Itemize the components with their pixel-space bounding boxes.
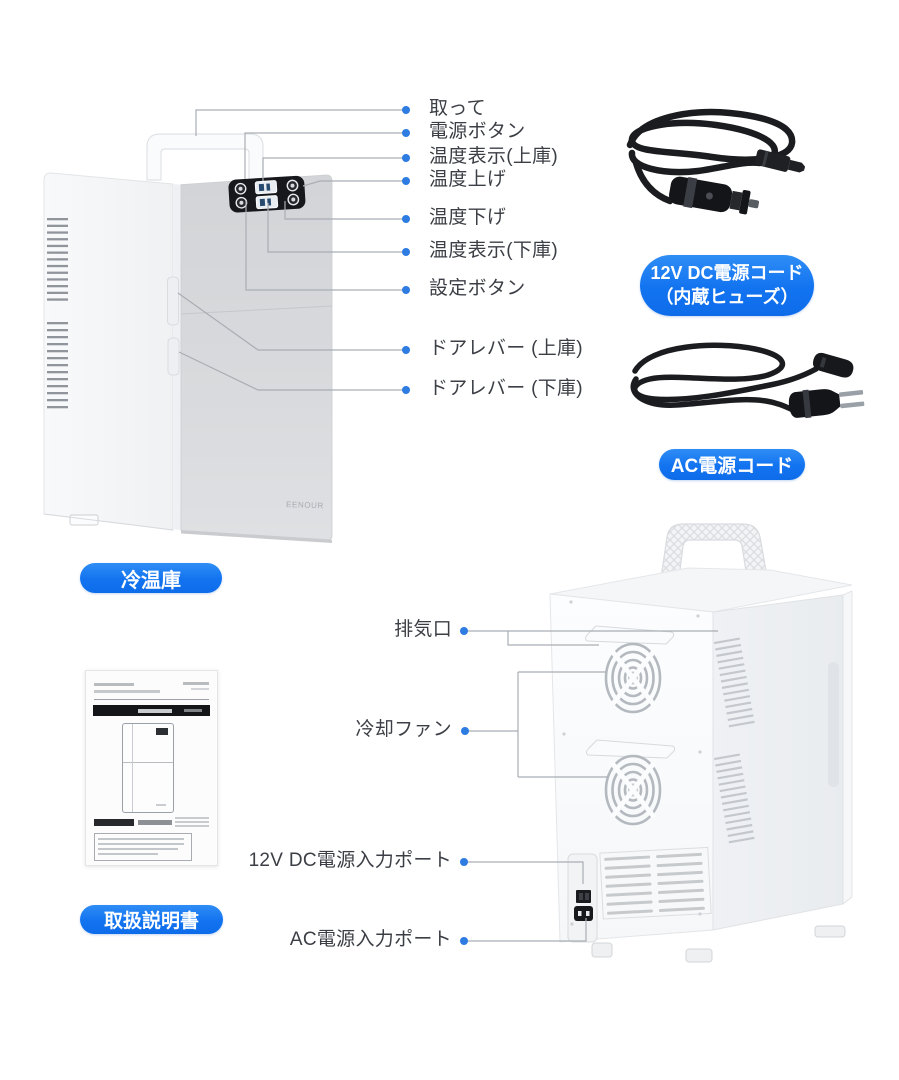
callout-label-temp-display-lower: 温度表示(下庫) bbox=[429, 240, 559, 261]
cord-connector-icon bbox=[754, 149, 806, 173]
callout-dots bbox=[402, 106, 469, 945]
control-panel bbox=[228, 175, 306, 213]
manual-illustration bbox=[85, 670, 218, 866]
side-vents-upper bbox=[47, 218, 68, 301]
rear-foot bbox=[591, 942, 613, 958]
manual-cover-fridge-drawing bbox=[122, 723, 174, 813]
callout-label-handle: 取って bbox=[429, 98, 486, 119]
cigarette-plug-icon bbox=[668, 176, 760, 215]
door-edge-strip bbox=[842, 590, 853, 905]
callout-label-exhaust-vent: 排気口 bbox=[394, 619, 452, 640]
rear-foot bbox=[685, 948, 713, 963]
callout-label-ac-input-port: AC電源入力ポート bbox=[289, 929, 452, 950]
c7-connector-icon bbox=[812, 352, 854, 378]
door-lever-upper bbox=[167, 276, 179, 326]
side-handle-recess bbox=[828, 662, 839, 787]
rear-side-vents-upper bbox=[714, 637, 755, 728]
door-bottom-edge bbox=[181, 530, 332, 543]
callout-label-temp-display-upper: 温度表示(上庫) bbox=[429, 146, 559, 167]
ac-cord-illustration bbox=[630, 342, 865, 419]
callout-label-door-lever-lower: ドアレバー (下庫) bbox=[429, 378, 583, 399]
exhaust-lip-lower bbox=[586, 739, 676, 759]
badge-dc-cord-line2: （内蔵ヒューズ） bbox=[655, 286, 799, 307]
rear-bottom-vent-panel bbox=[599, 846, 712, 920]
callout-label-temp-down: 温度下げ bbox=[429, 207, 507, 228]
dc-cord-illustration bbox=[626, 108, 806, 215]
brand-logo-text: EENOUR bbox=[286, 500, 324, 510]
callout-label-setting-button: 設定ボタン bbox=[429, 278, 526, 299]
front-fridge-illustration: EENOUR bbox=[43, 133, 333, 543]
callout-label-power-button: 電源ボタン bbox=[429, 121, 526, 142]
screws bbox=[562, 600, 702, 926]
rear-fan-lower bbox=[604, 754, 662, 826]
badge-dc-cord-line1: 12V DC電源コード bbox=[650, 262, 804, 283]
badge-ac-cord: AC電源コード bbox=[659, 449, 805, 480]
rear-fan-upper bbox=[604, 642, 662, 714]
callout-label-door-lever-upper: ドアレバー (上庫) bbox=[429, 338, 583, 359]
badge-manual: 取扱説明書 bbox=[80, 905, 223, 934]
badge-fridge: 冷温庫 bbox=[80, 563, 222, 593]
ac-input-port-icon bbox=[574, 906, 593, 921]
badge-dc-cord: 12V DC電源コード （内蔵ヒューズ） bbox=[640, 255, 814, 316]
ac-plug-icon bbox=[788, 389, 865, 419]
front-foot bbox=[69, 514, 99, 526]
rear-fridge-illustration bbox=[549, 523, 853, 963]
rear-side-vents-lower bbox=[714, 753, 755, 844]
side-vents-lower bbox=[47, 322, 68, 409]
callout-label-dc-input-port: 12V DC電源入力ポート bbox=[248, 850, 452, 871]
callout-label-temp-up: 温度上げ bbox=[429, 169, 507, 190]
door-lever-lower bbox=[167, 337, 180, 376]
callout-label-cooling-fan: 冷却ファン bbox=[355, 719, 452, 740]
rear-foot bbox=[814, 925, 846, 938]
